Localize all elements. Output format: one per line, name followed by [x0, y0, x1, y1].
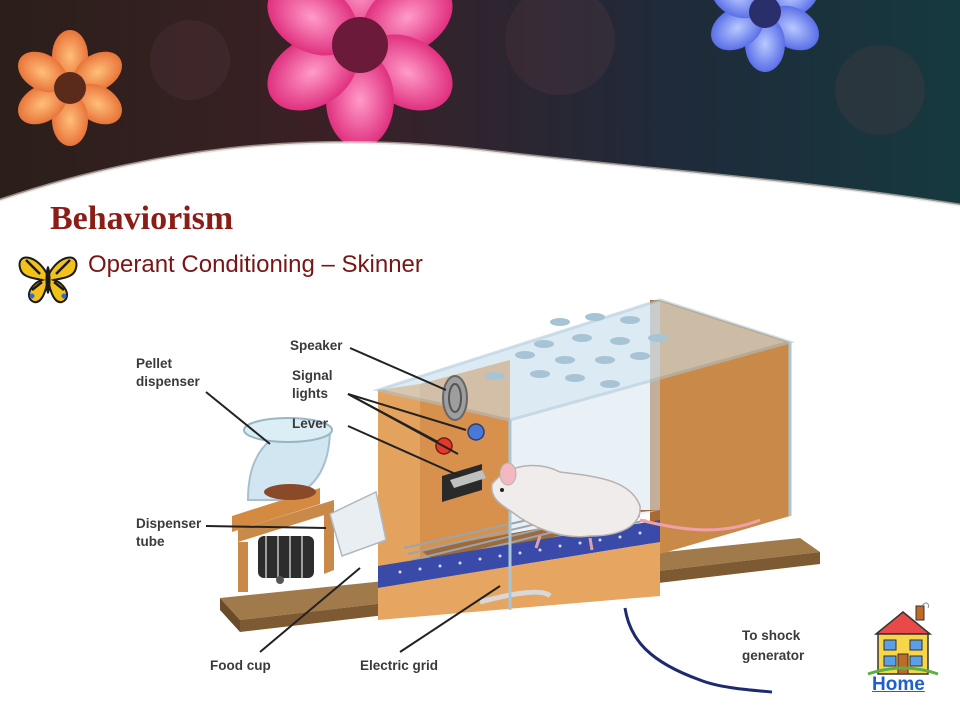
rat — [491, 462, 761, 551]
label-signal-lights-line1: Signal — [292, 368, 333, 383]
label-pellet-dispenser-line2: dispenser — [136, 374, 201, 389]
skinner-box-diagram: Speaker Signal lights Lever Pellet dispe… — [136, 298, 820, 694]
label-lever: Lever — [292, 416, 329, 431]
label-shock-generator-line1: To shock — [742, 628, 801, 643]
orange-flower — [18, 30, 122, 146]
label-food-cup: Food cup — [210, 658, 271, 673]
label-dispenser-tube-line1: Dispenser — [136, 516, 202, 531]
slide-title: Behaviorism — [50, 200, 234, 237]
label-dispenser-tube-line2: tube — [136, 534, 165, 549]
house-icon[interactable] — [866, 600, 940, 710]
home-link[interactable]: Home — [872, 674, 925, 695]
flower-banner — [0, 0, 960, 215]
label-electric-grid: Electric grid — [360, 658, 438, 673]
label-signal-lights-line2: lights — [292, 386, 328, 401]
butterfly-icon — [18, 256, 78, 304]
label-speaker: Speaker — [290, 338, 343, 353]
label-shock-generator-line2: generator — [742, 648, 805, 663]
pink-flower — [267, 0, 453, 148]
slide-subtitle: Operant Conditioning – Skinner — [88, 251, 423, 278]
label-pellet-dispenser-line1: Pellet — [136, 356, 173, 371]
blue-flower — [711, 0, 819, 72]
